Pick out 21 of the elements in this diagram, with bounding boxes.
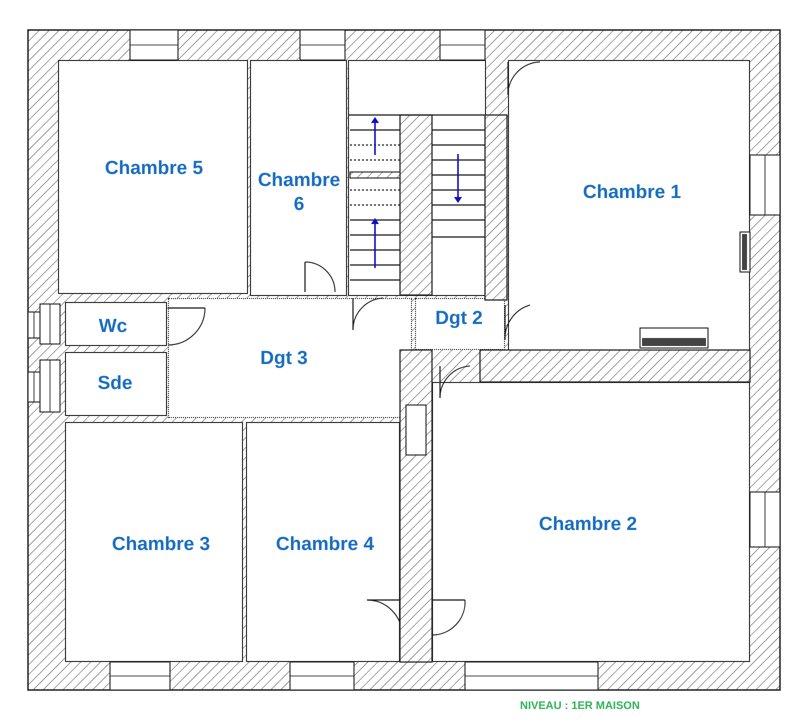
room-label: Chambre 3: [110, 533, 212, 557]
room-label: Chambre 4: [274, 533, 376, 557]
room-label: Dgt 3: [259, 347, 309, 371]
plan-caption: NIVEAU : 1ER MAISON: [520, 700, 640, 712]
room-label: Chambre 1: [582, 181, 682, 205]
room-label: Chambre 2: [538, 513, 638, 537]
room-label: Dgt 2: [434, 307, 484, 331]
room: [432, 382, 750, 662]
room: [508, 60, 750, 352]
room: [250, 60, 347, 296]
room: [65, 302, 167, 346]
room-label: Chambre 6: [256, 169, 342, 216]
room-label: Wc: [98, 315, 128, 339]
room: [246, 422, 400, 662]
room: [65, 352, 167, 416]
room: [58, 60, 248, 294]
room: [168, 298, 412, 418]
room-label: Sde: [96, 372, 134, 396]
room: [65, 422, 243, 662]
room-label: Chambre 5: [104, 157, 204, 181]
room: [415, 298, 505, 350]
